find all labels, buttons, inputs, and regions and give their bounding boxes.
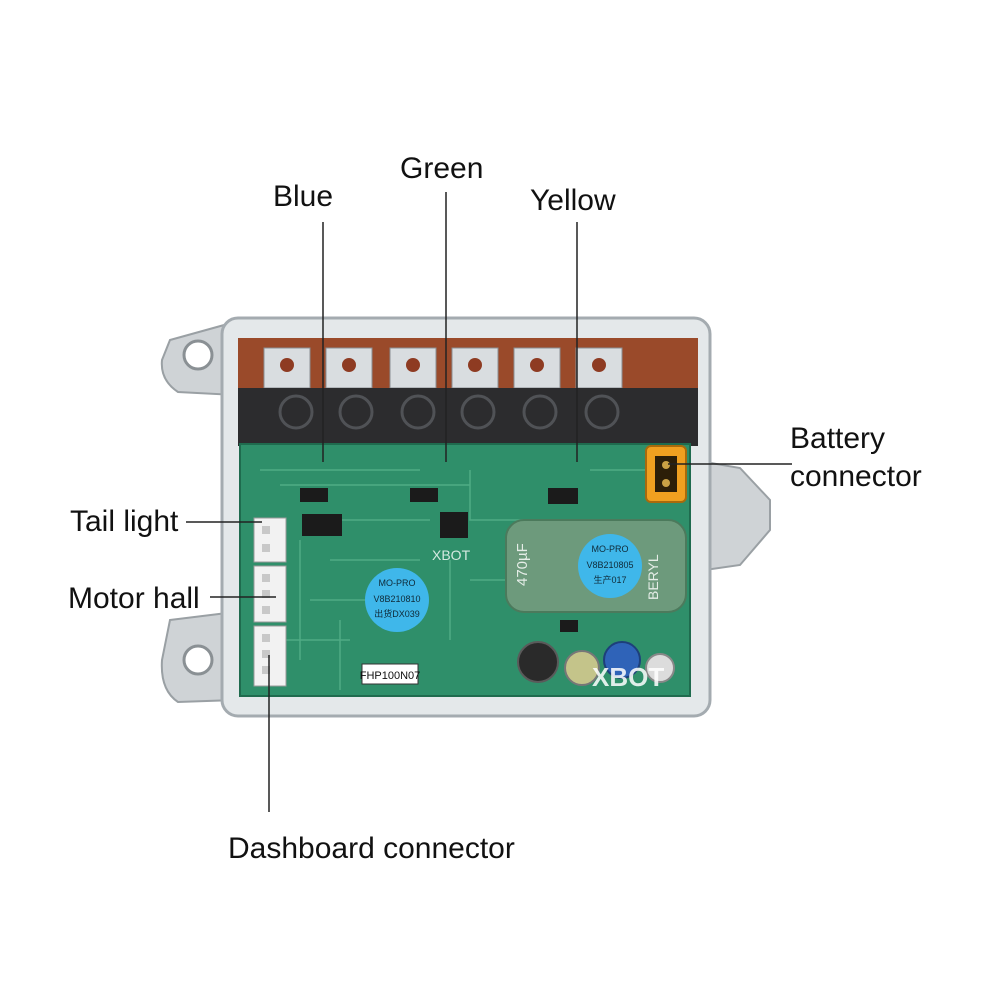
label-green: Green bbox=[400, 152, 484, 185]
svg-text:MO-PRO: MO-PRO bbox=[379, 578, 416, 588]
battery-connector-xt60 bbox=[645, 445, 687, 503]
svg-text:出货DX039: 出货DX039 bbox=[374, 608, 420, 619]
sticker-right: MO-PRO V8B210805 生产017 bbox=[578, 534, 642, 598]
svg-text:V8B210810: V8B210810 bbox=[373, 594, 420, 604]
label-yellow: Yellow bbox=[530, 184, 616, 217]
left-connectors bbox=[253, 517, 287, 687]
leader-lines bbox=[186, 192, 792, 812]
mosfet-row bbox=[238, 388, 698, 446]
svg-text:生产017: 生产017 bbox=[593, 574, 626, 585]
svg-text:V8B210805: V8B210805 bbox=[586, 560, 633, 570]
svg-text:MO-PRO: MO-PRO bbox=[592, 544, 629, 554]
mosfet-bodies bbox=[278, 394, 620, 430]
capacitor-brand: BERYL bbox=[645, 554, 661, 600]
brand-marking: XBOT bbox=[592, 662, 664, 692]
model-label: FHP100N07 bbox=[360, 670, 421, 682]
model-label-plate bbox=[361, 663, 419, 685]
capacitor-value: 470µF bbox=[514, 543, 531, 586]
label-blue: Blue bbox=[273, 180, 334, 213]
mosfet-tabs bbox=[263, 347, 623, 389]
label-motor-hall: Motor hall bbox=[68, 582, 200, 615]
label-tail-light: Tail light bbox=[70, 505, 179, 538]
label-battery-connector: Battery connector bbox=[790, 422, 922, 493]
pcb-components bbox=[300, 488, 578, 632]
pcb-traces bbox=[260, 469, 670, 690]
label-dashboard-connector: Dashboard connector bbox=[228, 832, 515, 865]
sticker-left: MO-PRO V8B210810 出货DX039 bbox=[365, 568, 429, 632]
small-capacitors bbox=[517, 641, 675, 686]
brand-marking-small: XBOT bbox=[432, 547, 471, 563]
